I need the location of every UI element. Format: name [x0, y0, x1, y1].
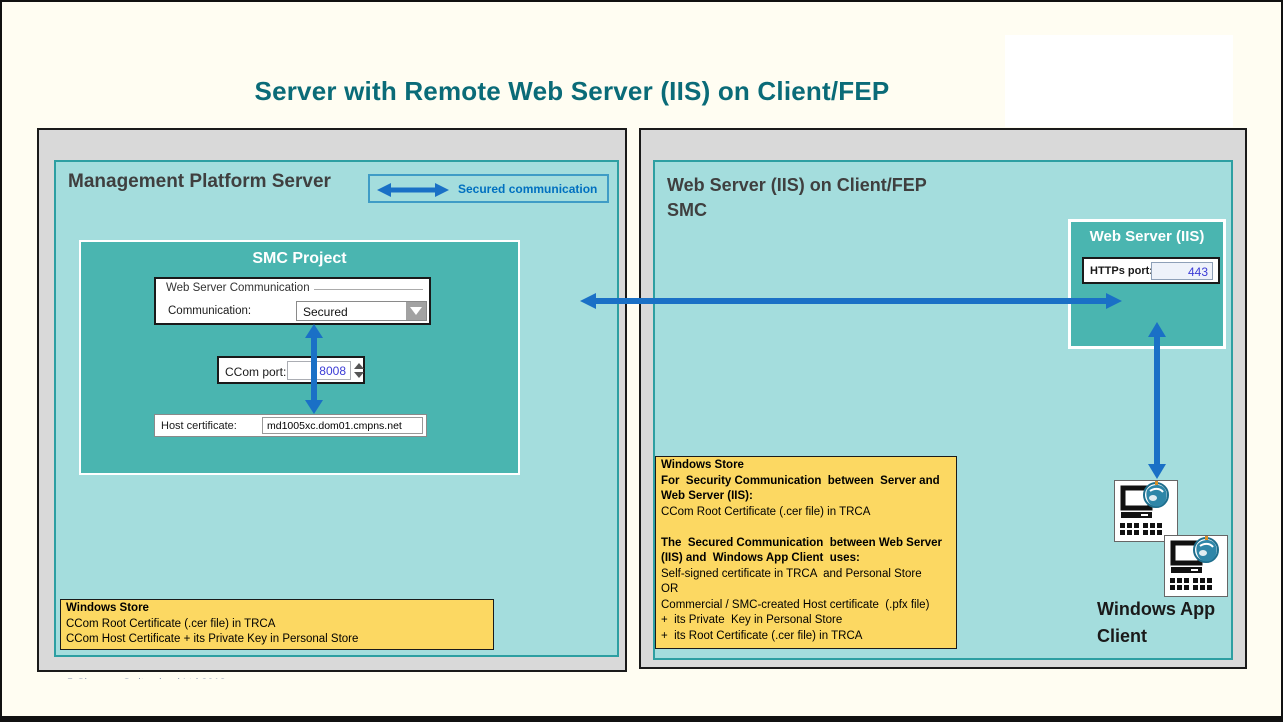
note-line: CCom Host Certificate + its Private Key …: [66, 633, 359, 645]
note-line: (IIS) and Windows App Client uses:: [661, 552, 860, 564]
chevron-down-icon: [410, 307, 422, 315]
footer-copyright-clipped: © Siemens Switzerland Ltd 2018: [66, 673, 326, 679]
windows-app-client-line-1: Windows App: [1097, 599, 1216, 619]
secured-communication-legend: Secured communication: [368, 174, 609, 203]
computer-globe-icon: [1164, 535, 1228, 597]
legend-label: Secured communication: [458, 182, 598, 196]
double-arrow-icon: [377, 183, 449, 197]
note-line: For Security Communication between Serve…: [661, 474, 940, 487]
header-line-2: SMC: [667, 200, 707, 220]
note-line: + its Private Key in Personal Store: [661, 614, 843, 626]
iis-to-client-vertical-arrow: [1148, 322, 1166, 479]
web-server-communication-label: Web Server Communication: [164, 282, 312, 294]
windows-app-client-label: Windows App Client: [1097, 596, 1247, 650]
web-server-client-header: Web Server (IIS) on Client/FEP SMC: [667, 173, 927, 223]
spinner-down-icon: [353, 372, 364, 378]
spinner-up-icon: [353, 363, 364, 369]
ccom-port-spinner[interactable]: [353, 361, 364, 380]
https-port-widget: HTTPs port: 443: [1082, 257, 1220, 284]
secured-connection-vertical-arrow: [305, 324, 323, 414]
ccom-port-widget: CCom port: 8008: [217, 356, 365, 384]
host-certificate-label: Host certificate:: [161, 420, 237, 432]
communication-select[interactable]: Secured: [296, 301, 427, 321]
dropdown-button[interactable]: [406, 302, 426, 320]
note-line: The Secured Communication between Web Se…: [661, 536, 942, 549]
top-right-white-box: [1005, 35, 1233, 127]
smc-project-title: SMC Project: [252, 250, 347, 267]
windows-app-client-line-2: Client: [1097, 626, 1148, 646]
management-platform-server-header: Management Platform Server: [68, 171, 331, 192]
web-server-communication-groupbox: Web Server Communication Communication: …: [154, 277, 431, 325]
page-title: Server with Remote Web Server (IIS) on C…: [254, 76, 890, 106]
ccom-port-field[interactable]: 8008: [287, 361, 351, 380]
note-line: Commercial / SMC-created Host certificat…: [661, 598, 930, 611]
https-port-label: HTTPs port:: [1090, 265, 1153, 277]
web-server-iis-title: Web Server (IIS): [1089, 228, 1205, 245]
ccom-port-label: CCom port:: [225, 365, 287, 379]
web-server-iis-box: Web Server (IIS) HTTPs port: 443: [1068, 219, 1226, 349]
secured-connection-horizontal-arrow: [580, 293, 1122, 309]
header-line-1: Web Server (IIS) on Client/FEP: [667, 175, 927, 195]
note-line: + its Root Certificate (.cer file) in TR…: [661, 629, 863, 642]
note-line: OR: [661, 583, 679, 595]
note-line: Self-signed certificate in TRCA and Pers…: [661, 567, 922, 580]
computer-globe-icon: [1114, 480, 1178, 542]
note-line: Windows Store: [66, 602, 149, 614]
communication-selected-value: Secured: [303, 305, 348, 319]
note-line: Windows Store: [661, 459, 744, 471]
smc-project-box: SMC Project Web Server Communication Com…: [79, 240, 520, 475]
note-line: Web Server (IIS):: [661, 490, 753, 502]
note-line: CCom Root Certificate (.cer file) in TRC…: [661, 505, 871, 518]
host-certificate-widget: Host certificate: md1005xc.dom01.cmpns.n…: [154, 414, 427, 437]
host-certificate-field[interactable]: md1005xc.dom01.cmpns.net: [262, 417, 423, 434]
note-line: CCom Root Certificate (.cer file) in TRC…: [66, 617, 276, 630]
communication-label: Communication:: [168, 305, 252, 317]
groupbox-divider: [314, 289, 423, 290]
note-line: [661, 520, 951, 536]
https-port-field[interactable]: 443: [1151, 262, 1213, 280]
